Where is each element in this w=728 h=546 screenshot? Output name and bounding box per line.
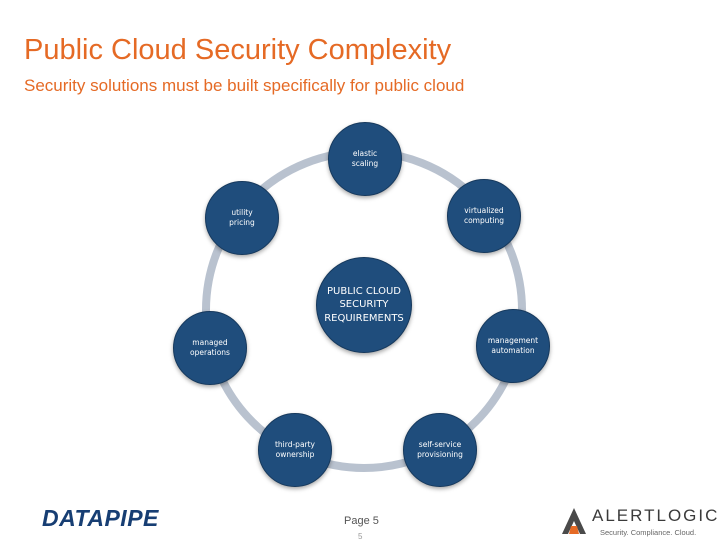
alertlogic-mark-icon	[562, 508, 586, 534]
node-label: management automation	[487, 335, 539, 355]
node-label: third-party ownership	[274, 439, 316, 459]
alertlogic-logo: ALERTLOGIC Security. Compliance. Cloud.	[560, 506, 717, 540]
node-self-service-provisioning: self-service provisioning	[403, 413, 477, 487]
datapipe-logo: DATAPIPE	[42, 505, 159, 531]
node-label: elastic scaling	[351, 148, 379, 168]
node-utility-pricing: utility pricing	[205, 181, 279, 255]
node-label: virtualized computing	[463, 205, 505, 225]
node-third-party-ownership: third-party ownership	[258, 413, 332, 487]
slide-title: Public Cloud Security Complexity	[24, 34, 452, 66]
alertlogic-wordmark: ALERTLOGIC	[592, 506, 720, 525]
page-number: 5	[358, 532, 363, 541]
center-node: PUBLIC CLOUD SECURITY REQUIREMENTS	[316, 257, 412, 353]
node-label: utility pricing	[229, 207, 255, 227]
slide-subtitle: Security solutions must be built specifi…	[24, 76, 465, 95]
node-label: self-service provisioning	[417, 439, 463, 459]
center-node-label: PUBLIC CLOUD SECURITY REQUIREMENTS	[324, 285, 404, 324]
node-label: managed operations	[190, 337, 230, 357]
node-virtualized-computing: virtualized computing	[447, 179, 521, 253]
node-management-automation: management automation	[476, 309, 550, 383]
node-managed-operations: managed operations	[173, 311, 247, 385]
node-elastic-scaling: elastic scaling	[328, 122, 402, 196]
page-label: Page 5	[344, 515, 379, 527]
alertlogic-tagline: Security. Compliance. Cloud.	[600, 528, 697, 537]
